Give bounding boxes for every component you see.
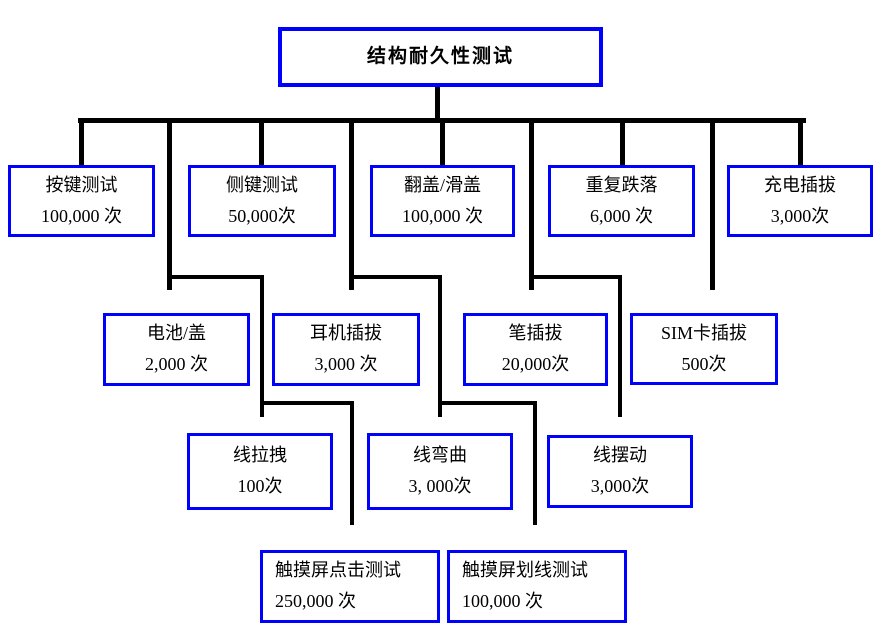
connector-root-drop — [435, 87, 440, 122]
node-count: 3,000次 — [590, 476, 650, 496]
node-count: 100,000 次 — [462, 591, 543, 611]
node-count: 6,000 次 — [590, 205, 653, 226]
node-pen-plug-test: 笔插拔 20,000次 — [463, 313, 608, 386]
connector-drop-level4-1 — [533, 401, 537, 525]
node-title: 线拉拽 — [233, 445, 287, 466]
connector-jog-level4-0 — [260, 401, 354, 405]
connector-jog-level3-0 — [167, 275, 264, 279]
node-count: 100次 — [237, 476, 283, 496]
node-title: 笔插拔 — [508, 323, 563, 344]
connector-drop-level1-4 — [798, 118, 803, 167]
node-count: 250,000 次 — [275, 591, 356, 611]
connector-jog-level4-1 — [438, 401, 537, 405]
node-structural-durability-test: 结构耐久性测试 — [278, 27, 603, 87]
connector-jog-level3-2 — [529, 275, 622, 279]
node-title: SIM卡插拔 — [660, 322, 747, 343]
node-title: 耳机插拔 — [310, 323, 382, 344]
node-touchscreen-tap-test: 触摸屏点击测试 250,000 次 — [260, 550, 440, 623]
node-flip-slide-test: 翻盖/滑盖 100,000 次 — [370, 165, 515, 237]
node-title: 线弯曲 — [413, 445, 467, 466]
node-count: 500次 — [681, 353, 727, 374]
connector-drop-level4-0 — [350, 401, 354, 525]
connector-pass-level2-2 — [529, 118, 534, 290]
node-button-test: 按键测试 100,000 次 — [8, 165, 155, 237]
node-count: 20,000次 — [501, 354, 570, 374]
node-count: 100,000 次 — [402, 205, 483, 226]
node-title: 侧键测试 — [226, 174, 298, 195]
node-count: 3,000次 — [770, 205, 830, 226]
node-title: 结构耐久性测试 — [366, 45, 514, 67]
node-headphone-plug-test: 耳机插拔 3,000 次 — [272, 313, 420, 386]
node-sim-plug-test: SIM卡插拔 500次 — [630, 313, 778, 385]
node-title: 按键测试 — [45, 174, 118, 195]
node-wire-pull-test: 线拉拽 100次 — [187, 433, 333, 510]
connector-pass-level2-3 — [710, 118, 715, 290]
node-count: 3,000 次 — [314, 354, 378, 374]
node-wire-bend-test: 线弯曲 3, 000次 — [367, 433, 513, 510]
node-title: 电池/盖 — [146, 323, 206, 344]
node-count: 3, 000次 — [408, 476, 472, 496]
node-title: 翻盖/滑盖 — [403, 174, 481, 195]
node-charging-plug-test: 充电插拔 3,000次 — [727, 165, 873, 237]
node-title: 线摆动 — [593, 445, 647, 466]
node-title: 充电插拔 — [764, 174, 836, 195]
node-repeat-drop-test: 重复跌落 6,000 次 — [548, 165, 695, 237]
connector-drop-level1-3 — [620, 118, 625, 167]
node-count: 100,000 次 — [41, 205, 122, 226]
node-count: 2,000 次 — [145, 354, 208, 374]
connector-pass-level2-0 — [167, 118, 172, 290]
connector-drop-level3-0 — [260, 275, 264, 417]
connector-drop-level1-2 — [440, 118, 445, 167]
node-title: 触摸屏划线测试 — [462, 560, 588, 581]
node-title: 重复跌落 — [585, 174, 658, 195]
connector-drop-level3-2 — [618, 275, 622, 417]
node-battery-cover-test: 电池/盖 2,000 次 — [103, 313, 250, 386]
connector-jog-level3-1 — [349, 275, 442, 279]
node-count: 50,000次 — [228, 205, 296, 226]
connector-pass-level2-1 — [349, 118, 354, 290]
connector-drop-level1-1 — [259, 118, 264, 167]
connector-drop-level3-1 — [438, 275, 442, 417]
node-title: 触摸屏点击测试 — [275, 560, 401, 581]
node-side-key-test: 侧键测试 50,000次 — [188, 165, 336, 237]
node-touchscreen-draw-test: 触摸屏划线测试 100,000 次 — [447, 550, 627, 623]
node-wire-swing-test: 线摆动 3,000次 — [547, 435, 693, 508]
connector-drop-level1-0 — [79, 118, 84, 167]
